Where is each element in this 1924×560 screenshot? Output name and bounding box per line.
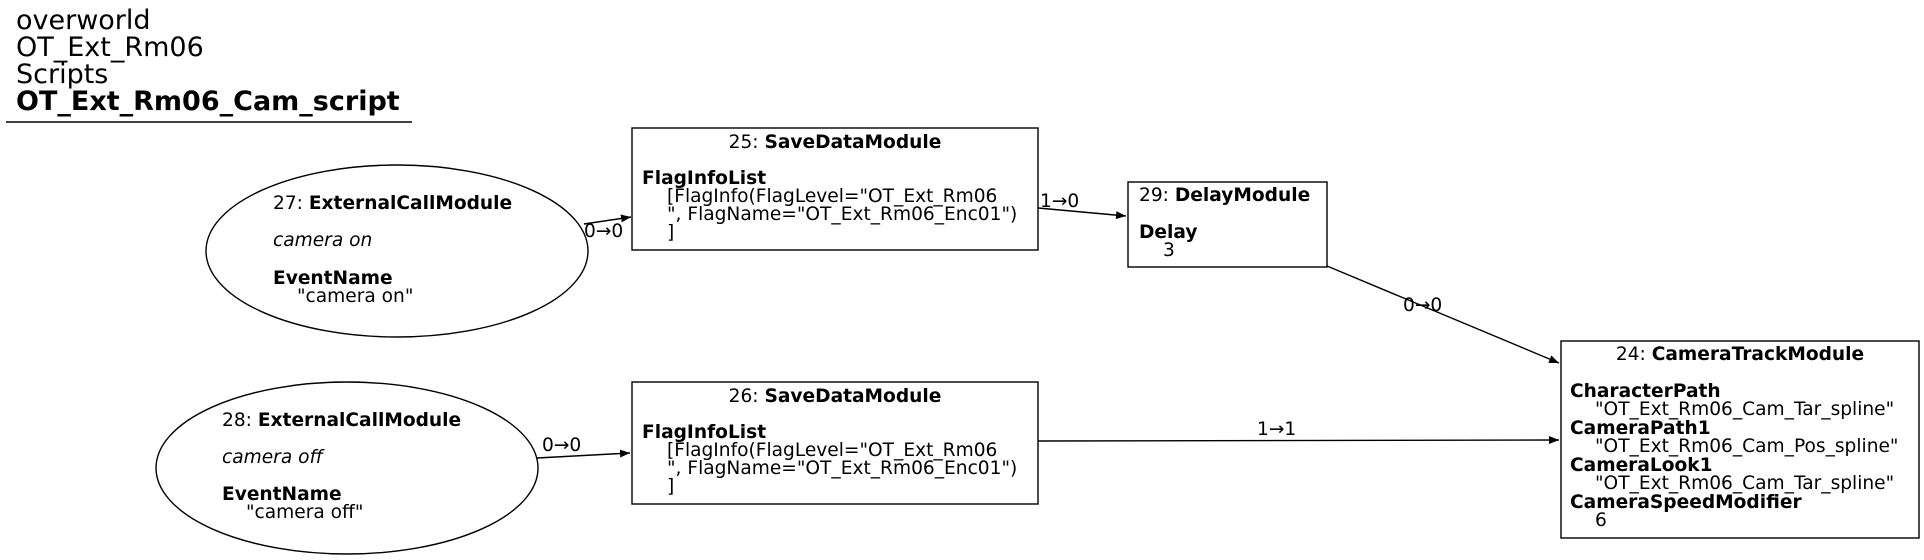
node-prop-label: FlagInfoList: [642, 168, 766, 189]
node-prop-value-line: ", FlagName="OT_Ext_Rm06_Enc01"): [667, 458, 1017, 479]
node-prop-value-line: [FlagInfo(FlagLevel="OT_Ext_Rm06: [667, 186, 997, 207]
edge-label: 0→0: [1403, 295, 1442, 316]
edge-label: 1→1: [1257, 419, 1296, 440]
header-line-scripts: Scripts: [16, 59, 108, 90]
edge-line: [1326, 265, 1560, 364]
node-prop-label: EventName: [222, 484, 342, 505]
edge-line: [536, 449, 631, 459]
edge-line: [583, 214, 632, 225]
edge-label: 0→0: [542, 435, 581, 456]
node-prop-label: CameraLook1: [1570, 455, 1713, 476]
node-prop-value: "OT_Ext_Rm06_Cam_Pos_spline": [1595, 436, 1898, 457]
node-prop-value: 6: [1595, 510, 1607, 531]
header-line-overworld: overworld: [16, 5, 151, 36]
node-heading: 29: DelayModule: [1139, 185, 1310, 206]
node-heading: 27: ExternalCallModule: [273, 193, 512, 214]
node-25-save-data[interactable]: 25: SaveDataModule FlagInfoList [FlagInf…: [631, 127, 1039, 251]
edge-29-to-24: 0→0: [1326, 265, 1560, 364]
node-prop-label: CameraSpeedModifier: [1570, 492, 1802, 513]
node-heading: 25: SaveDataModule: [729, 132, 942, 153]
edge-line: [1037, 436, 1560, 445]
edge-26-to-24: 1→1: [1037, 419, 1560, 445]
edge-label: 0→0: [584, 221, 623, 242]
node-shape: [205, 164, 589, 338]
node-prop-label: CharacterPath: [1570, 381, 1721, 402]
node-comment: camera on: [273, 230, 372, 251]
node-27-external-call[interactable]: 27: ExternalCallModule camera on EventNa…: [205, 164, 589, 338]
node-26-save-data[interactable]: 26: SaveDataModule FlagInfoList [FlagInf…: [631, 381, 1039, 505]
edge-25-to-29: 1→0: [1037, 191, 1127, 220]
node-24-camera-track[interactable]: 24: CameraTrackModule CharacterPath "OT_…: [1560, 340, 1920, 539]
node-prop-value: "OT_Ext_Rm06_Cam_Tar_spline": [1595, 399, 1894, 420]
node-prop-value-line: ]: [667, 222, 674, 243]
node-shape: [155, 381, 539, 555]
node-shape: [1127, 181, 1328, 268]
node-prop-value-line: ", FlagName="OT_Ext_Rm06_Enc01"): [667, 204, 1017, 225]
node-shape: [631, 127, 1039, 251]
node-shape: [631, 381, 1039, 505]
edges: 0→0 1→0 0→0 0→0 1→1: [536, 191, 1560, 459]
node-prop-value-line: ]: [667, 476, 674, 497]
node-prop-value: "OT_Ext_Rm06_Cam_Tar_spline": [1595, 473, 1894, 494]
node-prop-value: "camera on": [297, 286, 413, 307]
edge-27-to-25: 0→0: [583, 214, 632, 242]
edge-28-to-26: 0→0: [536, 435, 631, 459]
node-prop-label: Delay: [1139, 222, 1198, 243]
node-heading: 28: ExternalCallModule: [222, 410, 461, 431]
node-prop-label: CameraPath1: [1570, 418, 1711, 439]
graph-title: OT_Ext_Rm06_Cam_script: [16, 86, 400, 117]
node-prop-label: FlagInfoList: [642, 422, 766, 443]
node-prop-value: "camera off": [246, 502, 363, 523]
node-prop-value: 3: [1163, 240, 1175, 261]
node-prop-value-line: [FlagInfo(FlagLevel="OT_Ext_Rm06: [667, 440, 997, 461]
node-prop-label: EventName: [273, 268, 393, 289]
graph-header: overworld OT_Ext_Rm06 Scripts OT_Ext_Rm0…: [6, 5, 412, 123]
header-line-room: OT_Ext_Rm06: [16, 32, 204, 63]
edge-label: 1→0: [1040, 191, 1079, 212]
node-29-delay[interactable]: 29: DelayModule Delay 3: [1127, 181, 1328, 268]
node-heading: 26: SaveDataModule: [729, 386, 942, 407]
edge-line: [1037, 207, 1127, 220]
node-heading: 24: CameraTrackModule: [1616, 344, 1864, 365]
node-28-external-call[interactable]: 28: ExternalCallModule camera off EventN…: [155, 381, 539, 555]
node-comment: camera off: [222, 447, 325, 468]
node-shape: [1560, 340, 1920, 539]
